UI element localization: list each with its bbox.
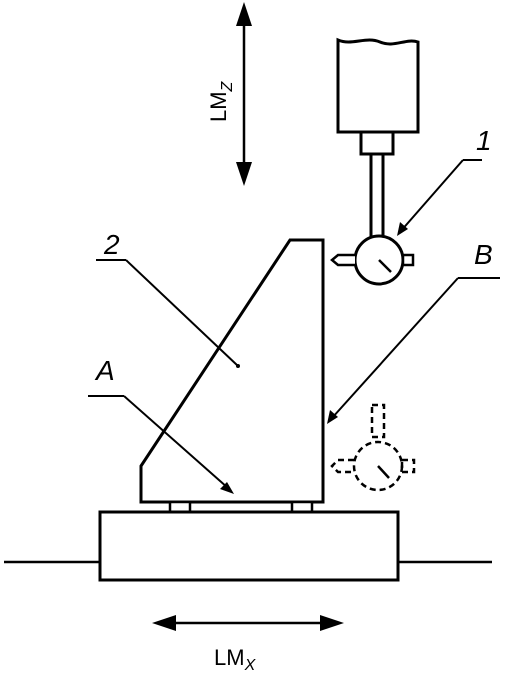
column-neck bbox=[359, 130, 395, 156]
lmx-arrow bbox=[152, 615, 344, 631]
label-part-2: 2 bbox=[103, 229, 120, 260]
lmz-arrow bbox=[236, 2, 252, 186]
leader-part-1-arrow bbox=[397, 159, 464, 236]
label-part-1: 1 bbox=[476, 125, 492, 156]
indicator-stem bbox=[369, 152, 385, 240]
dial-indicator bbox=[330, 234, 415, 286]
base-table bbox=[98, 510, 400, 582]
leader-surface-b bbox=[327, 277, 459, 424]
label-surface-b: B bbox=[474, 239, 493, 270]
label-surface-a: A bbox=[94, 355, 115, 386]
workpiece bbox=[139, 238, 325, 504]
column-holder bbox=[336, 37, 420, 134]
dial-indicator-alt-position bbox=[330, 403, 416, 492]
lmz-label: LMZ bbox=[206, 80, 236, 122]
lmx-label: LMX bbox=[214, 645, 257, 674]
leader-part-2 bbox=[125, 259, 239, 367]
leader-surface-a bbox=[123, 395, 234, 494]
